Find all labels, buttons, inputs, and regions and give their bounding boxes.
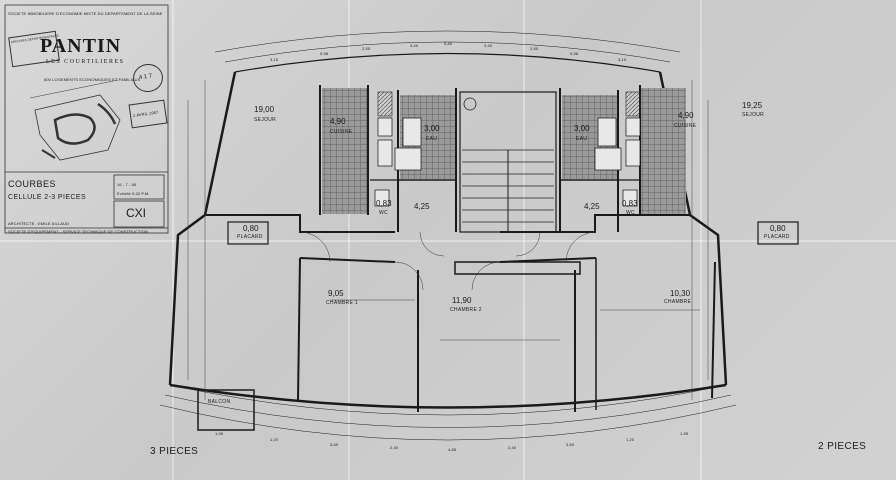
- kitchen-left-tiles: [322, 88, 367, 214]
- room-area-placard-left: 0,80: [243, 224, 259, 233]
- room-area-sejour-right: 19,25: [742, 101, 763, 110]
- dim-bottom-2: 1,20: [270, 437, 279, 442]
- building-name: COURBES: [8, 179, 57, 189]
- dim-top-5: 0,80: [444, 41, 453, 46]
- dim-bottom-6: 2,40: [508, 445, 517, 450]
- placard-left: [227, 221, 269, 245]
- unit-type: CELLULE 2-3 PIECES: [8, 194, 87, 201]
- dim-bottom-1: 1,95: [215, 431, 224, 436]
- room-name-eau-left: EAU: [426, 136, 438, 142]
- room-area-cuisine-left: 4,90: [330, 117, 346, 126]
- balcony-label: BALCON: [208, 399, 231, 405]
- title-block-frame: [4, 4, 169, 234]
- duct-right: [625, 91, 641, 117]
- room-name-chambre-right: CHAMBRE: [664, 299, 692, 305]
- dim-top-6: 3,40: [484, 43, 493, 48]
- room-area-chambre2: 11,90: [452, 296, 472, 305]
- fold-line-vertical-2: [348, 0, 350, 480]
- archive-stamp-text: ARCHIVES DEPARTEMENTALES: [10, 33, 60, 45]
- unit-left-label: 3 PIECES: [150, 446, 199, 457]
- footer-note2: SOCIETE D'EQUIPEMENT - SERVICE TECHNIQUE…: [8, 229, 148, 234]
- room-name-chambre2: CHAMBRE 2: [450, 307, 482, 313]
- room-name-wc-left: WC: [379, 210, 388, 216]
- fixtures: [374, 117, 641, 207]
- room-area-eau-right: 3,00: [574, 124, 590, 133]
- room-area-chambre1: 9,05: [328, 289, 344, 298]
- room-name-cuisine-left: CUISINE: [330, 129, 353, 135]
- dim-bottom-5: 4,85: [448, 447, 457, 452]
- site-plan-vignette: [29, 79, 121, 161]
- room-name-cuisine-right: CUISINE: [674, 123, 697, 129]
- duct-left: [377, 91, 393, 117]
- dim-top-1: 3,15: [270, 57, 279, 62]
- balcony-outline: [197, 389, 255, 431]
- dim-top-7: 2,55: [530, 46, 539, 51]
- dim-top-9: 3,15: [618, 57, 627, 62]
- room-area-cuisine-right: 4,90: [678, 111, 694, 120]
- dim-top-2: 0,98: [320, 51, 329, 56]
- date-box: 16 - 7 - 56: [117, 182, 137, 187]
- dim-bottom-3: 3,60: [330, 442, 339, 447]
- dim-bottom-9: 1,95: [680, 431, 689, 436]
- room-area-entry-left: 4,25: [414, 202, 430, 211]
- fold-line-vertical-4: [700, 0, 702, 480]
- room-area-entry-right: 4,25: [584, 202, 600, 211]
- dim-bottom-7: 3,60: [566, 442, 575, 447]
- door-swings: [299, 231, 597, 291]
- room-name-sejour-right: SEJOUR: [742, 112, 765, 118]
- room-area-placard-right: 0,80: [770, 224, 786, 233]
- number-stamp-text: 4 1 7: [138, 73, 153, 82]
- received-stamp: 2 AVRIL 1957: [128, 99, 168, 129]
- room-name-placard-left: PLACARD: [237, 234, 263, 240]
- district-subtitle: LES COURTILIERES: [46, 59, 125, 65]
- program-line: 800 LOGEMENTS ECONOMIQUES ET FAMILIAUX: [44, 77, 141, 82]
- kitchen-right-tiles: [641, 88, 686, 214]
- dim-top-4: 3,40: [410, 43, 419, 48]
- room-area-sejour-left: 19,00: [254, 105, 275, 114]
- placard-right: [757, 221, 799, 245]
- dim-top-3: 2,55: [362, 46, 371, 51]
- fold-line-horizontal: [0, 240, 896, 242]
- room-name-placard-right: PLACARD: [764, 234, 790, 240]
- dim-bottom-8: 1,20: [626, 437, 635, 442]
- room-area-wc-left: 0,83: [376, 199, 392, 208]
- fold-line-vertical-1: [172, 0, 174, 480]
- dimension-lines: [187, 80, 709, 400]
- dim-bottom-4: 2,40: [390, 445, 399, 450]
- building-outline: [159, 30, 737, 441]
- room-area-wc-right: 0,83: [622, 199, 638, 208]
- room-name-sejour-left: SEJOUR: [254, 117, 277, 123]
- city-title: PANTIN: [40, 35, 122, 57]
- room-area-eau-left: 3,00: [424, 124, 440, 133]
- scale-box: Echelle 0,02 P.M.: [117, 191, 150, 196]
- unit-right-label: 2 PIECES: [818, 441, 867, 452]
- room-area-chambre-right: 10,30: [670, 289, 691, 298]
- sheet-code: CXI: [126, 206, 147, 220]
- footer-note: ARCHITECTE : EMILE AILLAUD: [8, 221, 70, 226]
- room-name-eau-right: EAU: [576, 136, 588, 142]
- received-stamp-text: 2 AVRIL 1957: [132, 109, 159, 119]
- room-name-chambre1: CHAMBRE 1: [326, 300, 358, 306]
- fold-line-vertical-3: [523, 0, 525, 480]
- dim-top-8: 0,98: [570, 51, 579, 56]
- stair-column: [463, 97, 477, 111]
- stair-treads: [462, 149, 554, 223]
- room-name-wc-right: WC: [626, 210, 635, 216]
- society-name: SOCIETE IMMOBILIERE D'ECONOMIE MIXTE DU …: [8, 11, 163, 16]
